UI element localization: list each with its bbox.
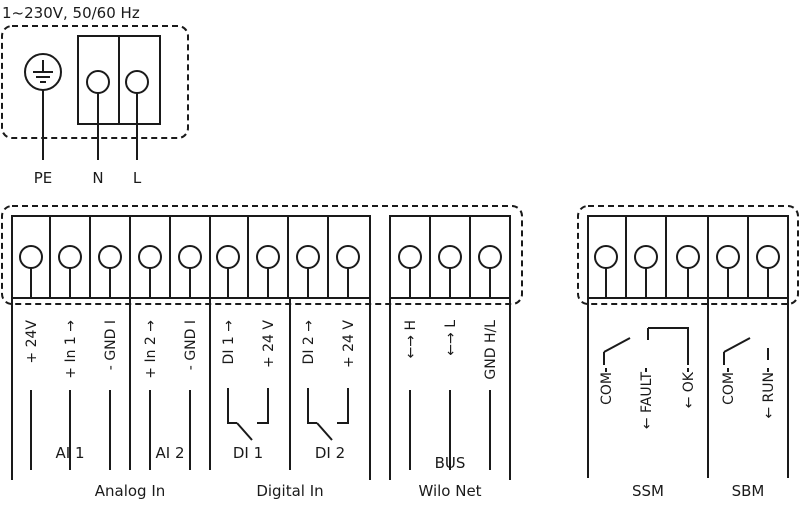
screw-terminal (216, 245, 240, 269)
screw-terminal (438, 245, 462, 269)
label-bus: BUS (435, 454, 466, 472)
main-terminal-dividers (49, 216, 471, 298)
terminal-label: ← OK (681, 371, 697, 408)
label-ai2: AI 2 (156, 444, 185, 462)
terminal-label: - GND I (183, 320, 199, 370)
group-ssm: SSM (632, 482, 664, 500)
label-di1: DI 1 (233, 444, 263, 462)
terminal-label: + In 2 → (143, 320, 159, 379)
terminal-label: DI 1 → (221, 320, 237, 365)
terminal-label: + In 1 → (63, 320, 79, 379)
terminal-label: DI 2 → (301, 320, 317, 365)
screw-terminal (138, 245, 162, 269)
terminal-n (86, 70, 110, 94)
screw-terminal (19, 245, 43, 269)
group-digital-in: Digital In (256, 482, 323, 500)
terminal-label: + 24 V (261, 320, 277, 368)
terminal-label: ←→ H (403, 320, 419, 358)
power-supply-title: 1~230V, 50/60 Hz (2, 4, 140, 22)
terminal-label: - GND I (103, 320, 119, 370)
terminal-label: ← RUN (761, 372, 777, 419)
label-di2: DI 2 (315, 444, 345, 462)
terminal-label: + 24 V (341, 320, 357, 368)
group-analog-in: Analog In (95, 482, 166, 500)
screw-terminal (256, 245, 280, 269)
main-terminals: + 24V + In 1 → - GND I + In 2 → - GND I DI 1 … (19, 245, 502, 380)
group-wilo-net: Wilo Net (418, 482, 481, 500)
di1-contact-symbol (227, 388, 269, 441)
label-pe: PE (34, 169, 53, 187)
screw-terminal (398, 245, 422, 269)
terminal-label: COM (599, 372, 615, 405)
sbm-relay-symbol (723, 337, 769, 365)
screw-terminal (756, 245, 780, 269)
screw-terminal (676, 245, 700, 269)
label-n: N (92, 169, 103, 187)
ssm-relay-symbol (603, 327, 689, 365)
relay-terminals: COM ← FAULT ← OK COM ← RUN (594, 245, 780, 430)
screw-terminal (98, 245, 122, 269)
screw-terminal (478, 245, 502, 269)
terminal-l (125, 70, 149, 94)
screw-terminal (716, 245, 740, 269)
terminal-label: GND H/L (483, 320, 499, 380)
relay-terminal-box (577, 205, 799, 305)
di2-contact-symbol (307, 388, 349, 441)
screw-terminal (336, 245, 360, 269)
terminal-label: + 24V (24, 320, 40, 364)
main-terminal-box (1, 205, 523, 305)
ground-icon (24, 53, 62, 91)
main-wires (30, 268, 491, 470)
terminal-label: ← FAULT (639, 372, 655, 430)
relay-terminal-dividers (625, 216, 749, 298)
terminal-label: COM (721, 372, 737, 405)
screw-terminal (296, 245, 320, 269)
power-terminal-box (1, 25, 189, 139)
label-l: L (133, 169, 142, 187)
screw-terminal (58, 245, 82, 269)
terminal-label: ←→ L (443, 320, 459, 356)
screw-terminal (178, 245, 202, 269)
relay-wires (605, 268, 769, 372)
group-sbm: SBM (732, 482, 765, 500)
screw-terminal (634, 245, 658, 269)
screw-terminal (594, 245, 618, 269)
label-ai1: AI 1 (56, 444, 85, 462)
